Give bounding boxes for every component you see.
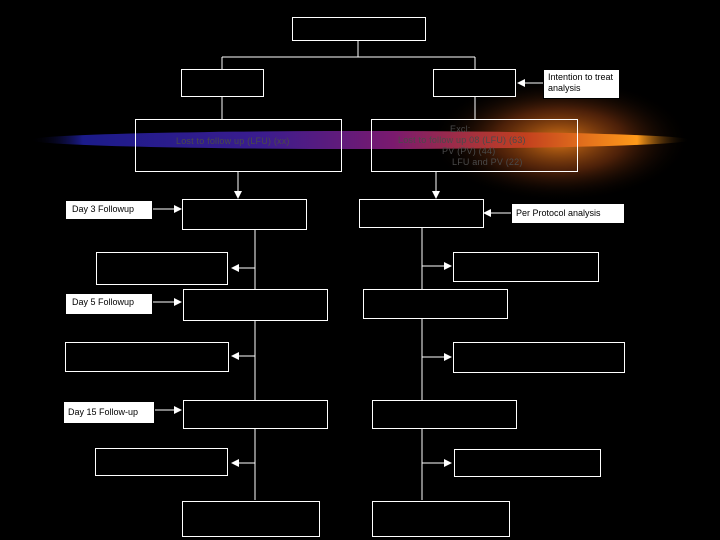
per-protocol-label: Per Protocol analysis — [511, 203, 625, 224]
day3-followup-label: Day 3 Followup — [65, 200, 153, 220]
day5-followup-label: Day 5 Followup — [65, 293, 153, 315]
right-loss-box-1 — [453, 252, 599, 282]
right-exclusion-line: Excl: — [450, 124, 471, 134]
left-day15-box — [183, 400, 328, 429]
right-final-box — [372, 501, 510, 537]
left-loss-box-2 — [65, 342, 229, 372]
left-arm-box — [181, 69, 264, 97]
left-final-box — [182, 501, 320, 537]
right-exclusion-line: LFU and PV (22) — [452, 157, 523, 167]
right-loss-box-3 — [454, 449, 601, 477]
left-day5-box — [183, 289, 328, 321]
right-loss-box-2 — [453, 342, 625, 373]
right-exclusion-box: Excl: Lost to follow up 08 (LFU) (63) PV… — [371, 119, 578, 172]
intention-to-treat-label: Intention to treat analysis — [543, 69, 620, 99]
left-exclusion-box: Lost to follow up (LFU) (xx) — [135, 119, 342, 172]
day15-followup-label: Day 15 Follow-up — [63, 401, 155, 424]
enrolled-box — [292, 17, 426, 41]
right-exclusion-line: PV (PV) (44) — [442, 146, 495, 156]
right-day3-box — [359, 199, 484, 228]
right-exclusion-line: Lost to follow up 08 (LFU) (63) — [398, 135, 526, 145]
left-loss-box-1 — [96, 252, 228, 285]
left-loss-box-3 — [95, 448, 228, 476]
left-exclusion-text: Lost to follow up (LFU) (xx) — [176, 136, 290, 146]
right-arm-box — [433, 69, 516, 97]
left-day3-box — [182, 199, 307, 230]
right-day15-box — [372, 400, 517, 429]
right-day5-box — [363, 289, 508, 319]
